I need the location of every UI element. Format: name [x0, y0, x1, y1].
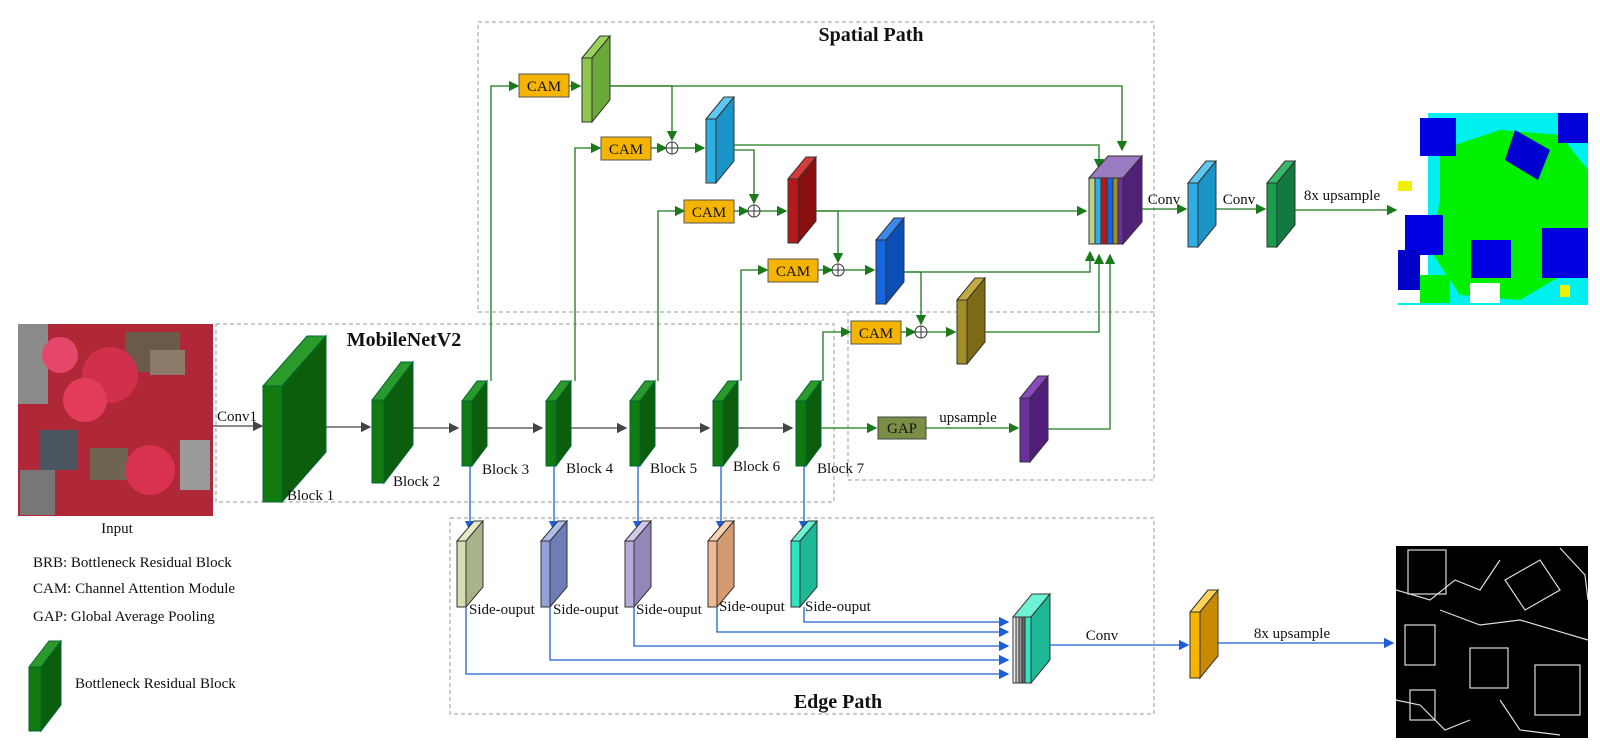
add-op-1: [665, 141, 679, 155]
feature-map-purple: [1018, 374, 1050, 464]
concat-stack: [1087, 154, 1144, 246]
edge-upsample-label: 8x upsample: [1254, 626, 1331, 642]
block-6: [712, 379, 739, 468]
feature-map-light-green: [580, 34, 612, 124]
side-output-1: [455, 519, 485, 609]
cam-label-3: CAM: [692, 205, 726, 221]
cam-label-5: CAM: [859, 326, 893, 342]
edge-concat-stack: [1011, 592, 1052, 685]
spatial-path-region-lower: [847, 312, 1155, 481]
block-1-label: Block 1: [287, 488, 334, 504]
feature-map-blue: [874, 216, 906, 306]
spatial-conv-label-2: Conv: [1223, 192, 1256, 208]
spatial-conv-label-1: Conv: [1148, 192, 1181, 208]
side-output-label-3: Side-ouput: [636, 602, 703, 618]
side-output-label-4: Side-ouput: [719, 599, 786, 615]
block-5: [629, 379, 656, 468]
feature-map-conv-green: [1265, 159, 1297, 249]
cam-label-1: CAM: [527, 79, 561, 95]
side-output-5: [789, 519, 819, 609]
block-3-label: Block 3: [482, 462, 529, 478]
spatial-upsample-label: 8x upsample: [1304, 188, 1381, 204]
side-output-label-1: Side-ouput: [469, 602, 536, 618]
legend-gap: GAP: Global Average Pooling: [33, 609, 215, 625]
side-output-4: [706, 519, 736, 609]
block-3: [461, 379, 488, 468]
side-output-3: [623, 519, 653, 609]
segmentation-output-image: [1398, 113, 1588, 305]
edge-path-title: Edge Path: [794, 691, 882, 713]
legend-block-icon: [27, 639, 63, 733]
add-op-4: [914, 325, 928, 339]
block-2: [370, 360, 415, 485]
edge-path-region: [449, 517, 1155, 715]
block-6-label: Block 6: [733, 459, 781, 475]
side-output-label-2: Side-ouput: [553, 602, 620, 618]
spatial-path-region: [477, 21, 1155, 313]
add-op-2: [747, 204, 761, 218]
conv1-label: Conv1: [217, 409, 257, 425]
block-1: [261, 334, 328, 504]
cam-label-2: CAM: [609, 142, 643, 158]
block-7: [795, 379, 822, 468]
feature-map-red: [786, 155, 818, 245]
edge-feature-map-orange: [1188, 588, 1220, 680]
input-image: [18, 324, 213, 516]
mobilenet-title: MobileNetV2: [347, 329, 461, 351]
gap-upsample-label: upsample: [939, 410, 997, 426]
feature-map-sky-blue: [704, 95, 736, 185]
edge-output-image: [1395, 546, 1589, 738]
cam-label-4: CAM: [776, 264, 810, 280]
block-5-label: Block 5: [650, 461, 697, 477]
feature-map-olive: [955, 276, 987, 366]
input-label: Input: [101, 521, 133, 537]
feature-map-conv-blue: [1186, 159, 1218, 249]
block-4: [545, 379, 572, 468]
block-2-label: Block 2: [393, 474, 440, 490]
add-op-3: [831, 263, 845, 277]
legend-cam: CAM: Channel Attention Module: [33, 581, 235, 597]
side-output-2: [539, 519, 569, 609]
mobilenet-region: [215, 323, 835, 503]
spatial-path-title: Spatial Path: [818, 24, 923, 46]
legend-brb: BRB: Bottleneck Residual Block: [33, 555, 232, 571]
edge-conv-label: Conv: [1086, 628, 1119, 644]
legend-block-label: Bottleneck Residual Block: [75, 676, 236, 692]
block-4-label: Block 4: [566, 461, 614, 477]
gap-label: GAP: [887, 421, 917, 437]
block-7-label: Block 7: [817, 461, 865, 477]
side-output-label-5: Side-ouput: [805, 599, 872, 615]
